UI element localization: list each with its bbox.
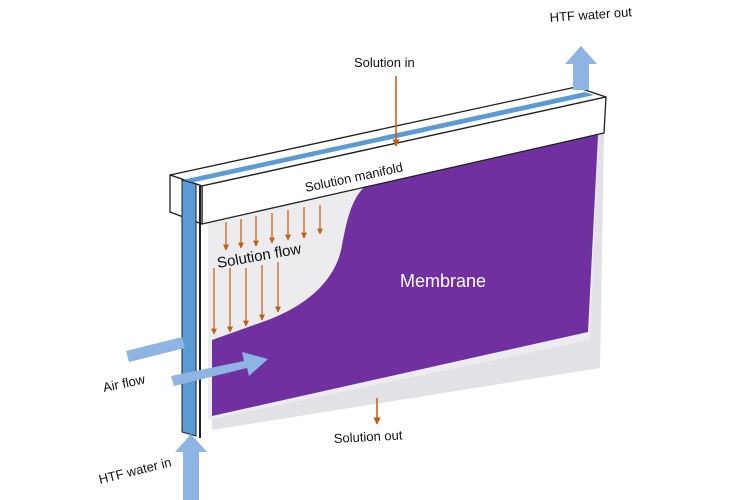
- solution-in-label: Solution in: [354, 55, 415, 70]
- membrane-label: Membrane: [400, 271, 486, 291]
- air-flow-arrow-front: [171, 352, 268, 386]
- htf-water-out-arrow: [565, 46, 597, 90]
- htf-channel-top: [182, 92, 594, 183]
- htf-water-in-label: HTF water in: [97, 454, 173, 487]
- htf-water-out-label: HTF water out: [549, 4, 633, 25]
- air-flow-label: Air flow: [102, 371, 147, 395]
- htf-water-in-arrow: [175, 434, 207, 500]
- solution-out-label: Solution out: [333, 427, 403, 446]
- htf-channel-side: [181, 179, 197, 437]
- membrane-sheet: [212, 135, 598, 416]
- air-flow-arrow-back: [126, 337, 185, 362]
- solution-flow-arrows: [211, 205, 323, 335]
